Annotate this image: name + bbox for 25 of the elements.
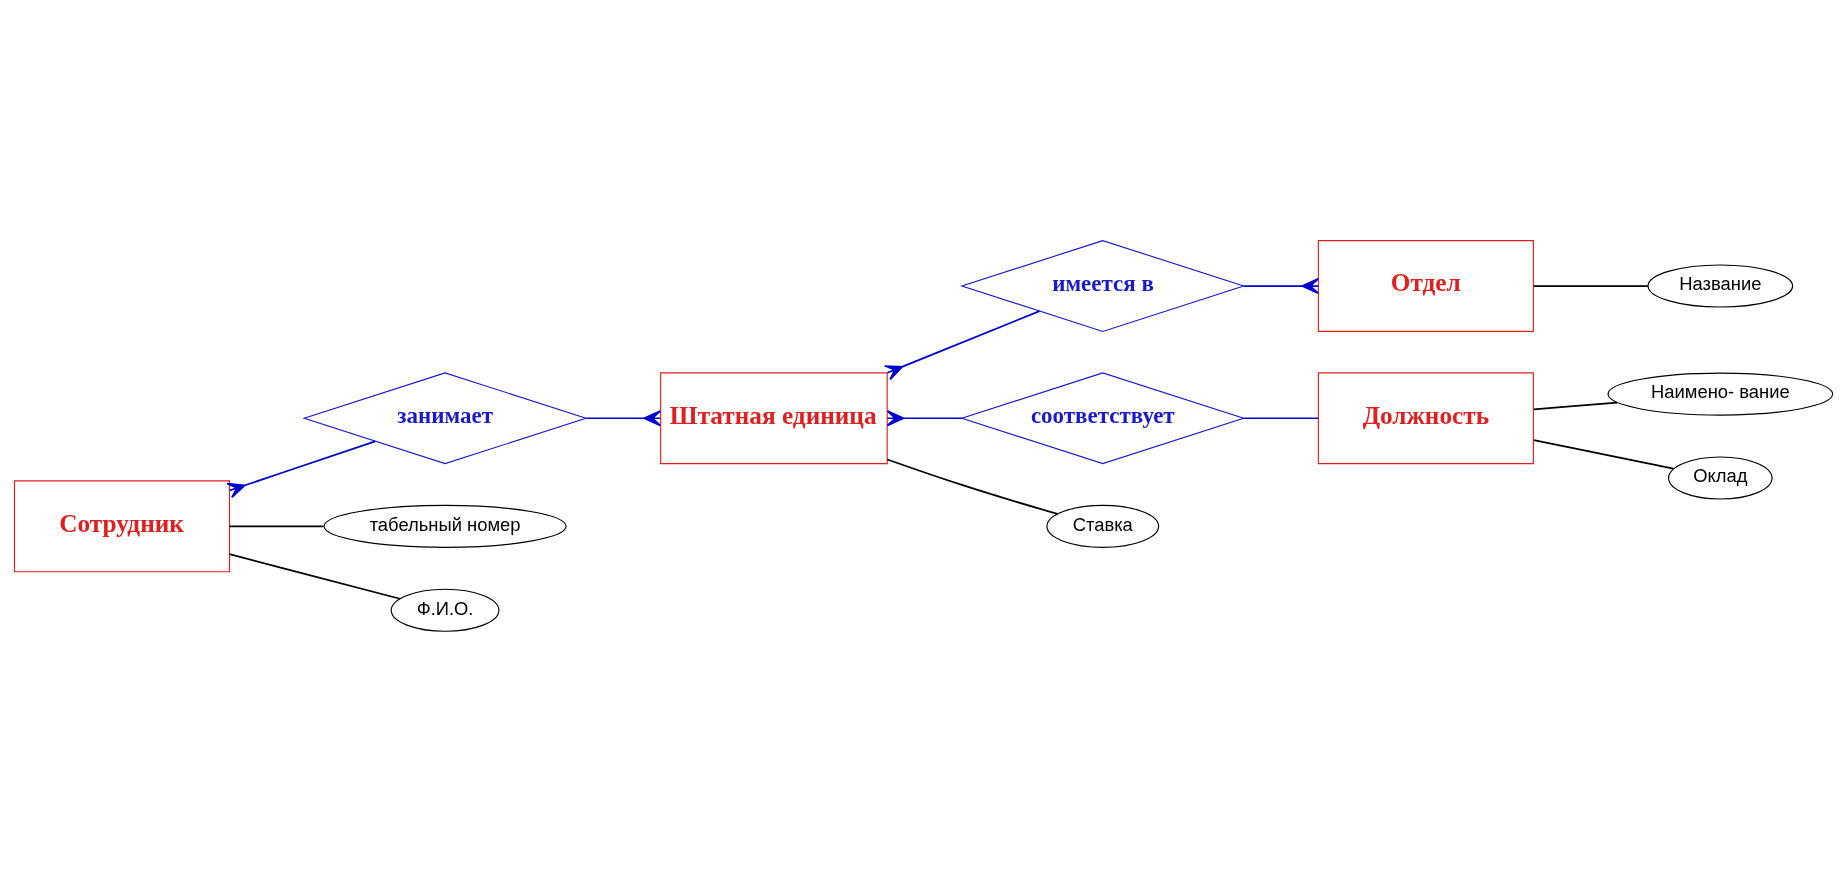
- node-ellipse: Название: [1647, 264, 1794, 308]
- node-diamond: имеется в: [960, 240, 1246, 333]
- connector: [1532, 439, 1675, 470]
- node-diamond: соответствует: [960, 372, 1246, 465]
- node-box: Должность: [1317, 372, 1534, 465]
- connector: [886, 458, 1059, 515]
- connector: [226, 440, 376, 499]
- node-ellipse: табельный номер: [323, 504, 567, 548]
- node-ellipse: Наимено- вание: [1607, 372, 1834, 416]
- connector: [585, 410, 662, 427]
- connector: [886, 410, 963, 427]
- node-box: Штатная единица: [660, 372, 888, 465]
- node-ellipse: Ставка: [1046, 504, 1160, 548]
- connector: [1532, 285, 1649, 287]
- connector: [883, 310, 1041, 381]
- node-ellipse: Оклад: [1668, 456, 1773, 500]
- connector: [228, 553, 401, 600]
- connector: [228, 525, 325, 528]
- node-box: Сотрудник: [13, 480, 231, 573]
- connector: [1242, 417, 1320, 420]
- connector: [1242, 277, 1320, 295]
- node-diamond: занимает: [302, 372, 588, 465]
- connector: [1532, 401, 1618, 411]
- node-box: Отдел: [1317, 240, 1534, 332]
- node-ellipse: Ф.И.О.: [390, 588, 500, 632]
